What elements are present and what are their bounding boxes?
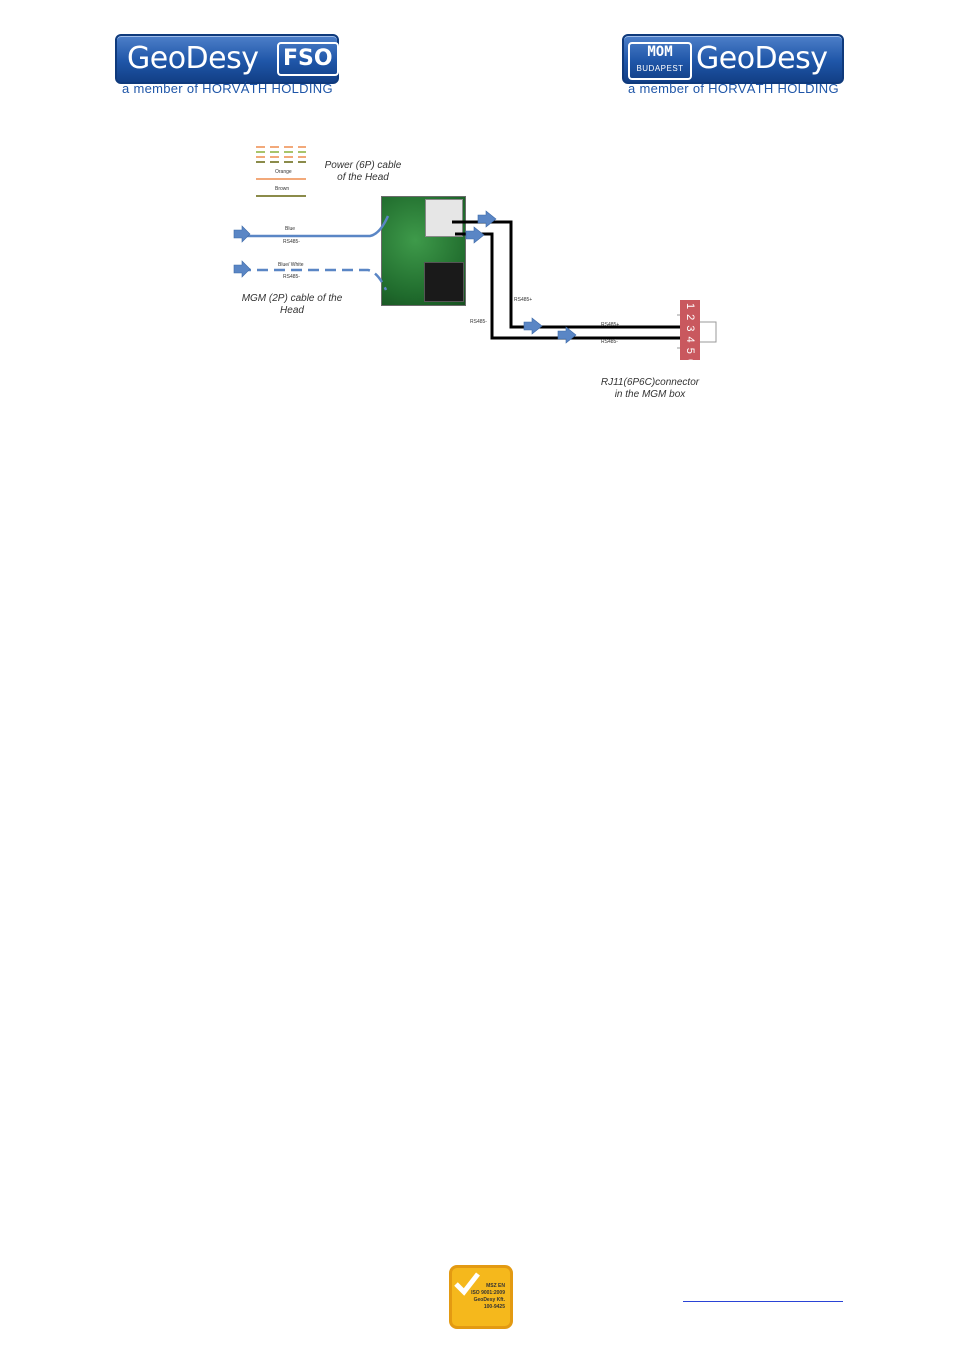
connector-label-line2: in the MGM box — [614, 389, 686, 400]
wire-blue-signal: RS485- — [283, 239, 300, 245]
wire-a-label: RS485+ — [514, 297, 533, 303]
wire-d-label: RS485- — [601, 339, 618, 345]
legend-orange-label: Orange — [275, 169, 292, 175]
wire-bluewhite-label: Blue/ White — [278, 262, 304, 268]
connector-label-line1: RJ11(6P6C)connector — [600, 377, 700, 388]
badge-line-3: GeoDesy Kft. — [473, 1297, 505, 1303]
rj-jack-black — [424, 262, 464, 302]
mom-budapest-mark: MOM BUDAPEST — [628, 42, 692, 80]
wire-rs485-a — [452, 220, 682, 329]
right-logo-tagline: a member of HORVÁTH HOLDING — [628, 81, 839, 96]
wire-rs485-b — [455, 232, 682, 340]
power-cable-label: Power (6P) cable of the Head — [318, 160, 408, 184]
connector-label: RJ11(6P6C)connector in the MGM box — [580, 377, 720, 401]
wire-bluewhite-signal: RS485- — [283, 274, 300, 280]
mgm-cable-label: MGM (2P) cable of the Head — [233, 293, 351, 317]
wire-b-label: RS485- — [470, 319, 487, 325]
logo-brand-text-right: GeoDesy — [696, 41, 828, 76]
wire-blue-label: Blue — [285, 226, 296, 232]
badge-line-4: 100-9425 — [483, 1304, 505, 1310]
arrow-icon — [557, 326, 577, 344]
arrow-icon — [233, 260, 251, 278]
iso-certification-badge — [449, 1265, 513, 1329]
arrow-icon — [477, 210, 497, 228]
left-logo-tagline: a member of HORVÁTH HOLDING — [122, 81, 333, 96]
logo-brand-text: GeoDesy — [127, 41, 259, 76]
connector-loop — [700, 321, 717, 343]
arrow-icon — [233, 225, 251, 243]
legend-brown-label: Brown — [275, 186, 290, 192]
cable-legend — [256, 146, 306, 197]
arrow-icon — [523, 317, 543, 335]
wire-blue-white — [240, 268, 388, 291]
mom-mark-bottom: BUDAPEST — [636, 64, 684, 73]
geodesy-fso-logo: GeoDesy FSO — [115, 34, 339, 84]
logo-fso-mark: FSO — [277, 42, 339, 76]
checkmark-icon — [454, 1272, 480, 1296]
rj-jack-white — [425, 199, 463, 237]
footer-link-underline[interactable] — [683, 1301, 843, 1302]
mgm-cable-label-line1: MGM (2P) cable of the — [241, 293, 343, 304]
wire-c-label: RS485+ — [601, 322, 620, 328]
mom-mark-top: MOM — [647, 44, 673, 60]
mom-geodesy-logo: MOM BUDAPEST GeoDesy — [622, 34, 844, 84]
badge-line-1: MSZ EN — [486, 1283, 505, 1289]
power-cable-label-line1: Power (6P) cable — [324, 160, 402, 171]
badge-line-2: ISO 9001:2009 — [471, 1290, 505, 1296]
wiring-lines — [233, 146, 717, 349]
power-cable-label-line2: of the Head — [337, 172, 389, 183]
rj11-connector — [680, 300, 700, 360]
connector-pin-numbers: 1 2 3 4 5 6 — [684, 303, 696, 366]
mgm-cable-label-line2: Head — [280, 305, 304, 316]
wire-blue — [240, 215, 390, 238]
arrow-icon — [465, 226, 485, 244]
